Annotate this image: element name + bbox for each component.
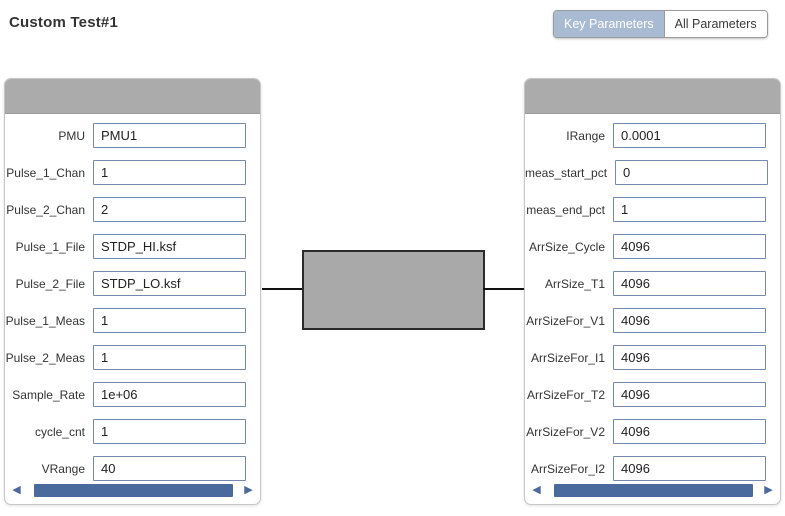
param-label: ArrSizeFor_I1 [530,350,605,365]
scrollbar-track[interactable] [23,484,242,497]
param-label: Pulse_1_Chan [6,165,85,180]
param-label: ArrSizeFor_V1 [526,313,605,328]
field-input-sample-rate[interactable] [93,382,246,407]
field-input-meas-start-pct[interactable] [615,160,769,185]
param-row: Sample_Rate [5,382,260,407]
field-input-meas-end-pct[interactable] [613,197,766,222]
param-label: ArrSizeFor_T2 [526,387,605,402]
param-row: PMU [5,123,260,148]
param-label: Pulse_1_Meas [5,313,85,328]
left-panel-horizontal-scrollbar[interactable]: ◀ ▶ [10,483,255,498]
device-under-test-box[interactable] [302,250,485,330]
scrollbar-thumb[interactable] [33,484,234,497]
right-connector-wire [483,288,524,290]
param-row: ArrSizeFor_V2 [525,419,780,444]
param-row: IRange [525,123,780,148]
scroll-left-icon[interactable]: ◀ [12,484,21,496]
param-label: Pulse_1_File [15,239,85,254]
param-label: ArrSizeFor_I2 [530,461,605,476]
param-row: ArrSizeFor_I2 [525,456,780,481]
right-parameter-panel: IRange meas_start_pct meas_end_pct ArrSi… [524,78,781,505]
field-input-vrange[interactable] [93,456,246,481]
param-label: Pulse_2_Chan [6,202,85,217]
right-panel-header [525,79,780,114]
all-parameters-button[interactable]: All Parameters [663,11,767,37]
param-row: Pulse_2_Chan [5,197,260,222]
left-panel-body: PMU Pulse_1_Chan Pulse_2_Chan Pulse_1_Fi… [5,114,260,481]
field-input-arrsizefor-v1[interactable] [613,308,766,333]
param-row: Pulse_2_Meas [5,345,260,370]
parameters-view-toggle: Key Parameters All Parameters [553,10,768,38]
scrollbar-track[interactable] [543,484,762,497]
left-panel-header [5,79,260,114]
param-label: ArrSizeFor_V2 [526,424,605,439]
param-label: meas_start_pct [525,165,608,180]
field-input-pulse-1-file[interactable] [93,234,246,259]
right-panel-horizontal-scrollbar[interactable]: ◀ ▶ [530,483,775,498]
param-label: Pulse_2_Meas [5,350,85,365]
field-input-arrsizefor-t2[interactable] [613,382,766,407]
field-input-pulse-2-chan[interactable] [93,197,246,222]
field-input-arrsize-cycle[interactable] [613,234,766,259]
scroll-right-icon[interactable]: ▶ [244,484,253,496]
param-label: meas_end_pct [526,202,605,217]
param-label: VRange [41,461,85,476]
param-row: Pulse_1_Chan [5,160,260,185]
param-label: PMU [58,128,85,143]
param-label: ArrSize_Cycle [528,239,605,254]
scroll-right-icon[interactable]: ▶ [764,484,773,496]
param-row: ArrSizeFor_T2 [525,382,780,407]
field-input-irange[interactable] [613,123,766,148]
param-row: ArrSize_Cycle [525,234,780,259]
param-row: meas_start_pct [525,160,780,185]
scrollbar-thumb[interactable] [553,484,754,497]
param-label: IRange [566,128,605,143]
field-input-pulse-2-file[interactable] [93,271,246,296]
left-connector-wire [262,288,302,290]
page-title: Custom Test#1 [9,14,119,31]
param-row: ArrSizeFor_I1 [525,345,780,370]
field-input-arrsizefor-i2[interactable] [613,456,766,481]
param-label: Pulse_2_File [15,276,85,291]
field-input-pmu[interactable] [93,123,246,148]
left-parameter-panel: PMU Pulse_1_Chan Pulse_2_Chan Pulse_1_Fi… [4,78,261,505]
key-parameters-button[interactable]: Key Parameters [554,11,664,37]
param-label: ArrSize_T1 [544,276,605,291]
param-row: cycle_cnt [5,419,260,444]
scroll-left-icon[interactable]: ◀ [532,484,541,496]
field-input-cycle-cnt[interactable] [93,419,246,444]
right-panel-body: IRange meas_start_pct meas_end_pct ArrSi… [525,114,780,481]
field-input-pulse-2-meas[interactable] [93,345,246,370]
param-row: Pulse_2_File [5,271,260,296]
field-input-pulse-1-chan[interactable] [93,160,246,185]
field-input-arrsizefor-v2[interactable] [613,419,766,444]
param-row: Pulse_1_File [5,234,260,259]
param-row: ArrSize_T1 [525,271,780,296]
param-label: cycle_cnt [34,424,85,439]
param-row: ArrSizeFor_V1 [525,308,780,333]
param-label: Sample_Rate [12,387,85,402]
field-input-arrsize-t1[interactable] [613,271,766,296]
param-row: meas_end_pct [525,197,780,222]
field-input-arrsizefor-i1[interactable] [613,345,766,370]
param-row: Pulse_1_Meas [5,308,260,333]
param-row: VRange [5,456,260,481]
field-input-pulse-1-meas[interactable] [93,308,246,333]
